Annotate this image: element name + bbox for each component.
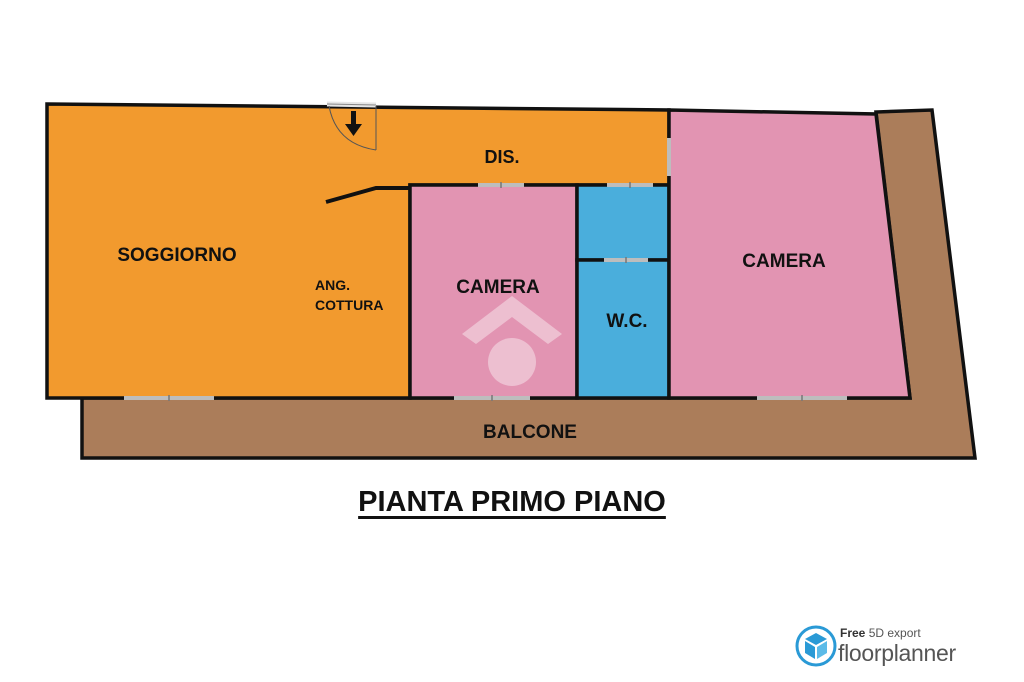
label-dis: DIS.	[484, 147, 519, 167]
ripostiglio-area	[575, 183, 671, 262]
camera-small-area	[408, 183, 579, 400]
floorplanner-logo: Free 5D export floorplanner	[794, 622, 994, 672]
entrance-door	[326, 101, 377, 151]
label-camera-small: CAMERA	[456, 277, 540, 298]
floorplanner-cube-icon	[795, 625, 837, 667]
window-ticks	[168, 182, 803, 401]
label-balcone: BALCONE	[483, 422, 577, 443]
plan-title: PIANTA PRIMO PIANO	[0, 486, 1024, 519]
brand-free: Free	[840, 626, 866, 640]
kitchen-partition-wall	[325, 186, 410, 204]
plan-title-text: PIANTA PRIMO PIANO	[358, 486, 666, 518]
label-ang: ANG.	[315, 277, 350, 293]
label-cottura: COTTURA	[315, 297, 383, 313]
label-wc: W.C.	[606, 311, 647, 332]
label-soggiorno: SOGGIORNO	[117, 245, 236, 266]
brand-name: floorplanner	[838, 640, 956, 666]
brand-tagline: Free 5D export	[840, 626, 921, 640]
camera-large-area	[667, 108, 912, 400]
label-camera-large: CAMERA	[742, 251, 826, 272]
arrow-down-icon	[345, 111, 362, 136]
house-watermark-icon	[462, 296, 562, 386]
brand-export: 5D export	[865, 626, 921, 640]
